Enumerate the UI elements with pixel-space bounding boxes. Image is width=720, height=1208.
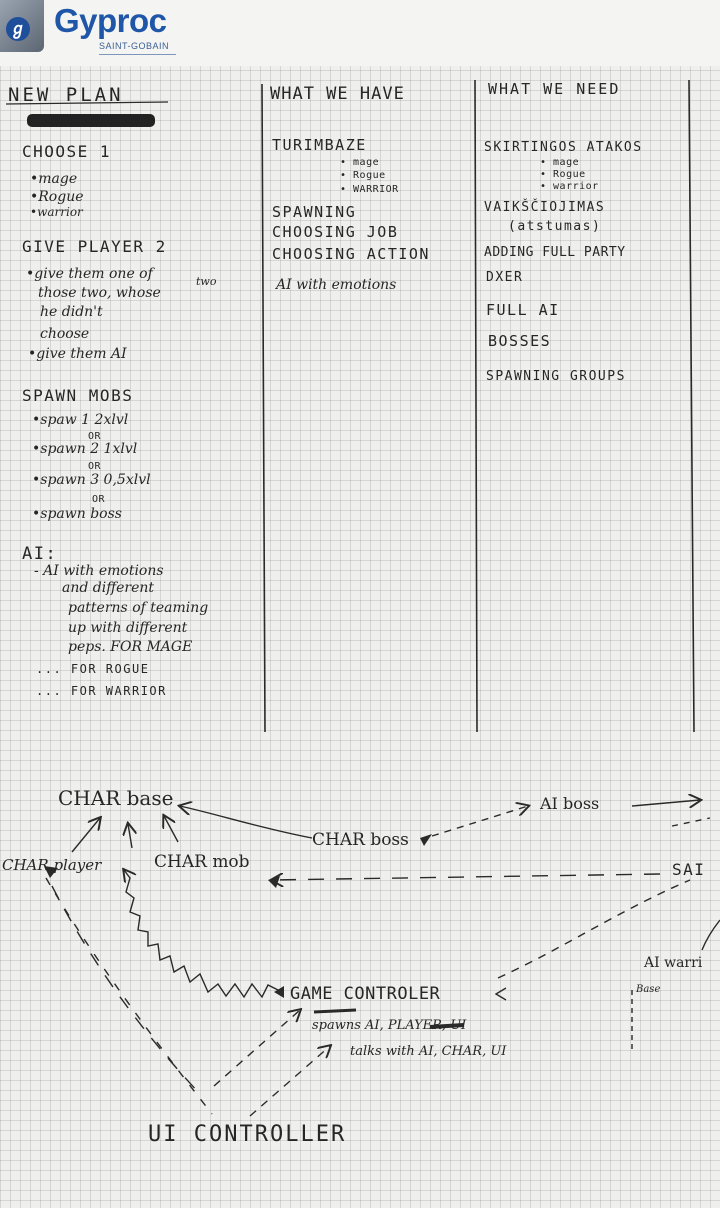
choose-item: •Rogue	[30, 189, 84, 205]
spawn-item: •spawn boss	[32, 506, 122, 522]
choose-item: •mage	[30, 171, 78, 187]
have-item: CHOOSING ACTION	[272, 245, 430, 263]
have-heading: WHAT WE HAVE	[270, 84, 405, 104]
ai-boss-node: AI boss	[540, 794, 600, 813]
spawn-item: •spawn 2 1xlvl	[32, 441, 138, 457]
give-player-title: GIVE PLAYER 2	[22, 237, 167, 256]
spawn-item: •spaw 1 2xlvl	[32, 412, 129, 428]
have-class: • Rogue	[340, 170, 386, 181]
give-player-line: •give them AI	[28, 346, 127, 362]
need-heading: WHAT WE NEED	[488, 80, 621, 98]
brand-header: ℊ Gyproc SAINT-GOBAIN	[0, 0, 720, 66]
have-class: • mage	[340, 157, 380, 168]
logo-mark: ℊ	[0, 0, 44, 52]
need-class: • warrior	[540, 181, 599, 192]
need-item: SKIRTINGOS ATAKOS	[484, 140, 643, 155]
ai-line: ... FOR ROGUE	[36, 662, 150, 676]
brand-rule	[99, 54, 176, 55]
ai-line: - AI with emotions	[34, 563, 164, 579]
spawn-item: •spawn 3 0,5xlvl	[32, 472, 151, 488]
game-controller-node: GAME CONTROLER	[290, 984, 441, 1004]
char-base-node: CHAR base	[58, 786, 174, 810]
have-item: SPAWNING	[272, 203, 357, 221]
ai-line: ... FOR WARRIOR	[36, 684, 167, 698]
need-class: • Rogue	[540, 169, 586, 180]
ai-line: and different	[62, 580, 155, 596]
ai-title: AI:	[22, 544, 58, 564]
need-item: DXER	[486, 270, 524, 285]
new-plan-heading: NEW PLAN	[8, 84, 124, 106]
need-item: (atstumas)	[508, 219, 602, 234]
ai-line: patterns of teaming	[68, 600, 209, 616]
need-item: SPAWNING GROUPS	[486, 369, 626, 384]
need-class: • mage	[540, 157, 580, 168]
globe-icon: ℊ	[6, 17, 30, 41]
need-item: ADDING FULL PARTY	[484, 245, 626, 260]
char-boss-node: CHAR boss	[312, 830, 409, 850]
ai-line: peps. FOR MAGE	[68, 639, 193, 655]
give-player-line: he didn't	[40, 304, 103, 320]
or-label: OR	[88, 431, 102, 442]
brand-name: Gyproc	[54, 2, 167, 39]
give-player-aside: two	[196, 275, 217, 288]
or-label: OR	[92, 494, 106, 505]
choose-item: •warrior	[30, 205, 83, 219]
ui-controller-node: UI CONTROLLER	[148, 1122, 347, 1147]
need-item: BOSSES	[488, 332, 552, 350]
or-label: OR	[88, 461, 102, 472]
have-class: • WARRIOR	[340, 184, 399, 195]
need-item: VAIKŠČIOJIMAS	[484, 200, 606, 215]
give-player-line: •give them one of	[26, 266, 153, 282]
spawns-note: spawns AI, PLAYER, UI	[312, 1018, 467, 1033]
need-item: FULL AI	[486, 301, 560, 319]
spawn-title: SPAWN MOBS	[22, 386, 134, 405]
talks-note: talks with AI, CHAR, UI	[350, 1044, 507, 1059]
choose-title: CHOOSE 1	[22, 142, 112, 161]
char-player-node: CHAR player	[2, 856, 102, 874]
have-item: AI with emotions	[276, 277, 397, 293]
ai-warrior-sub: Base	[636, 984, 661, 995]
spawner-node: SAI	[672, 860, 706, 879]
give-player-line: choose	[40, 326, 90, 342]
have-item: TURIMBAZE	[272, 136, 367, 154]
char-mob-node: CHAR mob	[154, 852, 250, 872]
ai-warrior-node: AI warri	[644, 955, 703, 971]
ai-line: up with different	[68, 620, 188, 636]
brand-tagline: SAINT-GOBAIN	[99, 41, 170, 51]
have-item: CHOOSING JOB	[272, 223, 399, 241]
give-player-line: those two, whose	[38, 285, 161, 301]
